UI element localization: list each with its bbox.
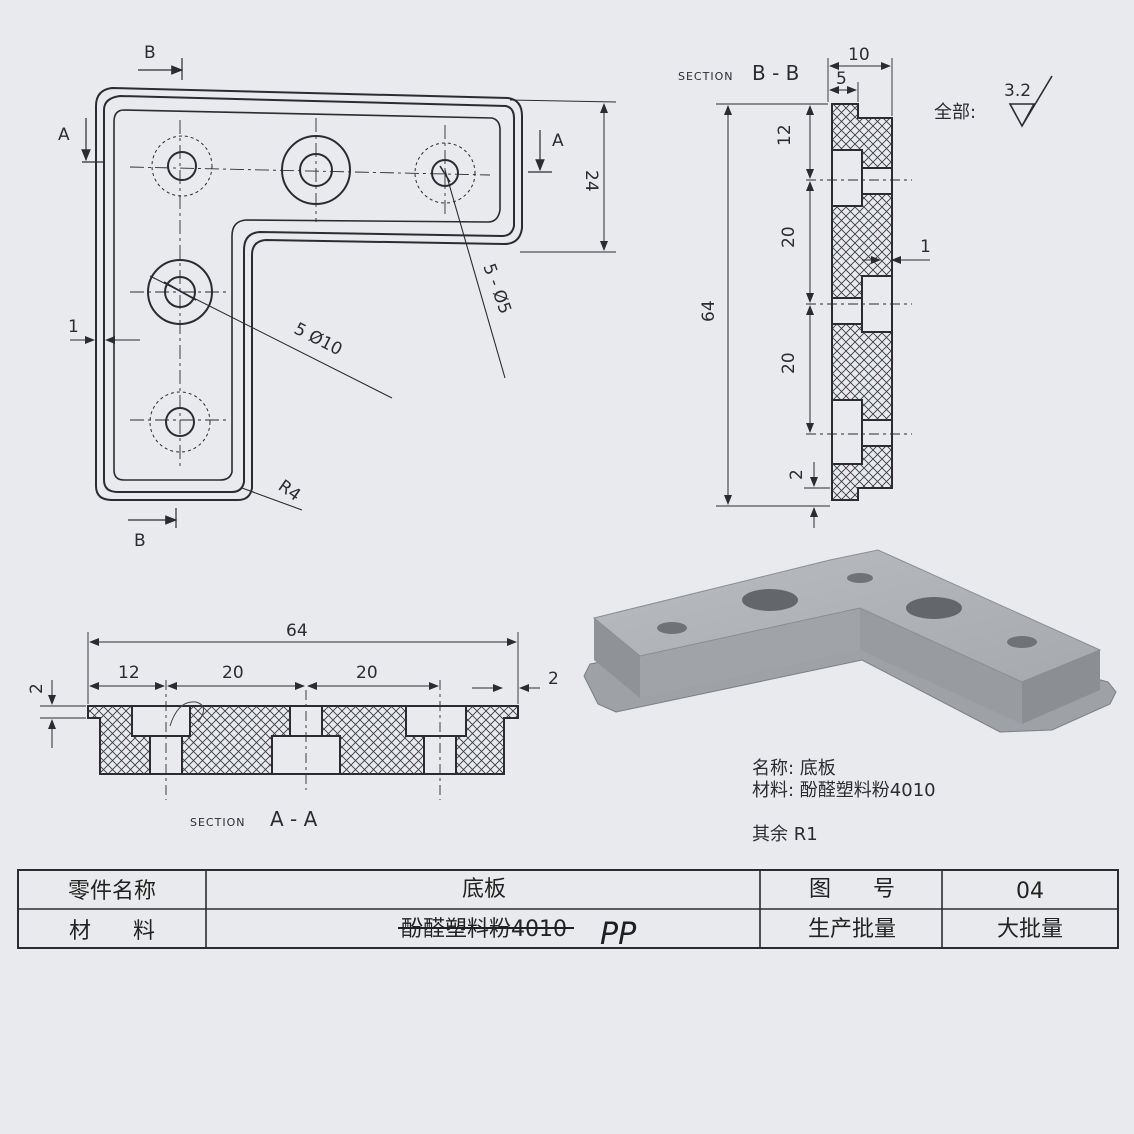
section-mark-a-right: A — [552, 131, 564, 151]
material-value: 酚醛塑料粉4010 — [401, 917, 567, 942]
note-part-name: 名称: 底板 — [752, 758, 836, 779]
dim-12: 12 — [775, 124, 795, 146]
surface-roughness: 全部: 3.2 — [934, 75, 1053, 128]
section-mark-b-bottom: B — [134, 531, 146, 551]
section-mark-b-top: B — [144, 43, 156, 63]
dim-1-flange: 1 — [68, 317, 79, 337]
batch-label: 生产批量 — [808, 917, 896, 942]
roughness-symbol-icon — [1008, 75, 1053, 128]
drawing-notes: 名称: 底板 材料: 酚醛塑料粉4010 其余 R1 — [752, 758, 936, 845]
dim-10: 10 — [848, 45, 870, 65]
dim-20-upper: 20 — [779, 226, 799, 248]
top-view — [70, 58, 617, 528]
section-aa-title-small: SECTION — [190, 816, 245, 829]
batch-value: 大批量 — [997, 917, 1063, 942]
dim-64-vertical: 64 — [699, 300, 719, 322]
dim-12-aa: 12 — [118, 663, 140, 683]
drawing-no-label: 图 号 — [809, 877, 895, 902]
dim-20-lower: 20 — [779, 352, 799, 374]
dim-2-aa-left: 2 — [27, 683, 47, 694]
roughness-label: 全部: — [934, 102, 976, 123]
dim-2-bottom: 2 — [787, 469, 807, 480]
title-block: 零件名称 底板 图 号 04 材 料 酚醛塑料粉4010 PP 生产批量 大批量 — [17, 869, 1119, 952]
roughness-value: 3.2 — [1004, 81, 1031, 101]
dim-1-wall: 1 — [920, 237, 931, 257]
dim-24: 24 — [581, 170, 601, 192]
drawing-no-value: 04 — [1016, 879, 1044, 904]
dim-20-aa-right: 20 — [356, 663, 378, 683]
material-handwritten: PP — [600, 917, 637, 952]
dim-64-horizontal: 64 — [286, 621, 308, 641]
dim-2-aa-right: 2 — [548, 669, 559, 689]
section-aa-title-big: A - A — [270, 807, 318, 831]
section-aa-labels: 64 12 20 20 2 2 SECTION A - A — [27, 621, 559, 831]
material-label: 材 料 — [69, 919, 155, 944]
part-name-label: 零件名称 — [68, 879, 156, 904]
dim-20-aa-left: 20 — [222, 663, 244, 683]
note-material: 材料: 酚醛塑料粉4010 — [752, 780, 936, 801]
part-name-value: 底板 — [462, 877, 506, 902]
section-bb-view — [716, 58, 930, 528]
section-aa-view — [40, 632, 540, 800]
isometric-render — [583, 549, 1117, 733]
section-mark-a-left: A — [58, 125, 70, 145]
section-bb-title-big: B - B — [752, 61, 799, 85]
note-rest-radius: 其余 R1 — [752, 824, 818, 845]
section-bb-labels: SECTION B - B 10 5 12 20 20 1 64 2 — [678, 45, 931, 480]
section-bb-title-small: SECTION — [678, 70, 733, 83]
dim-5: 5 — [836, 69, 847, 89]
